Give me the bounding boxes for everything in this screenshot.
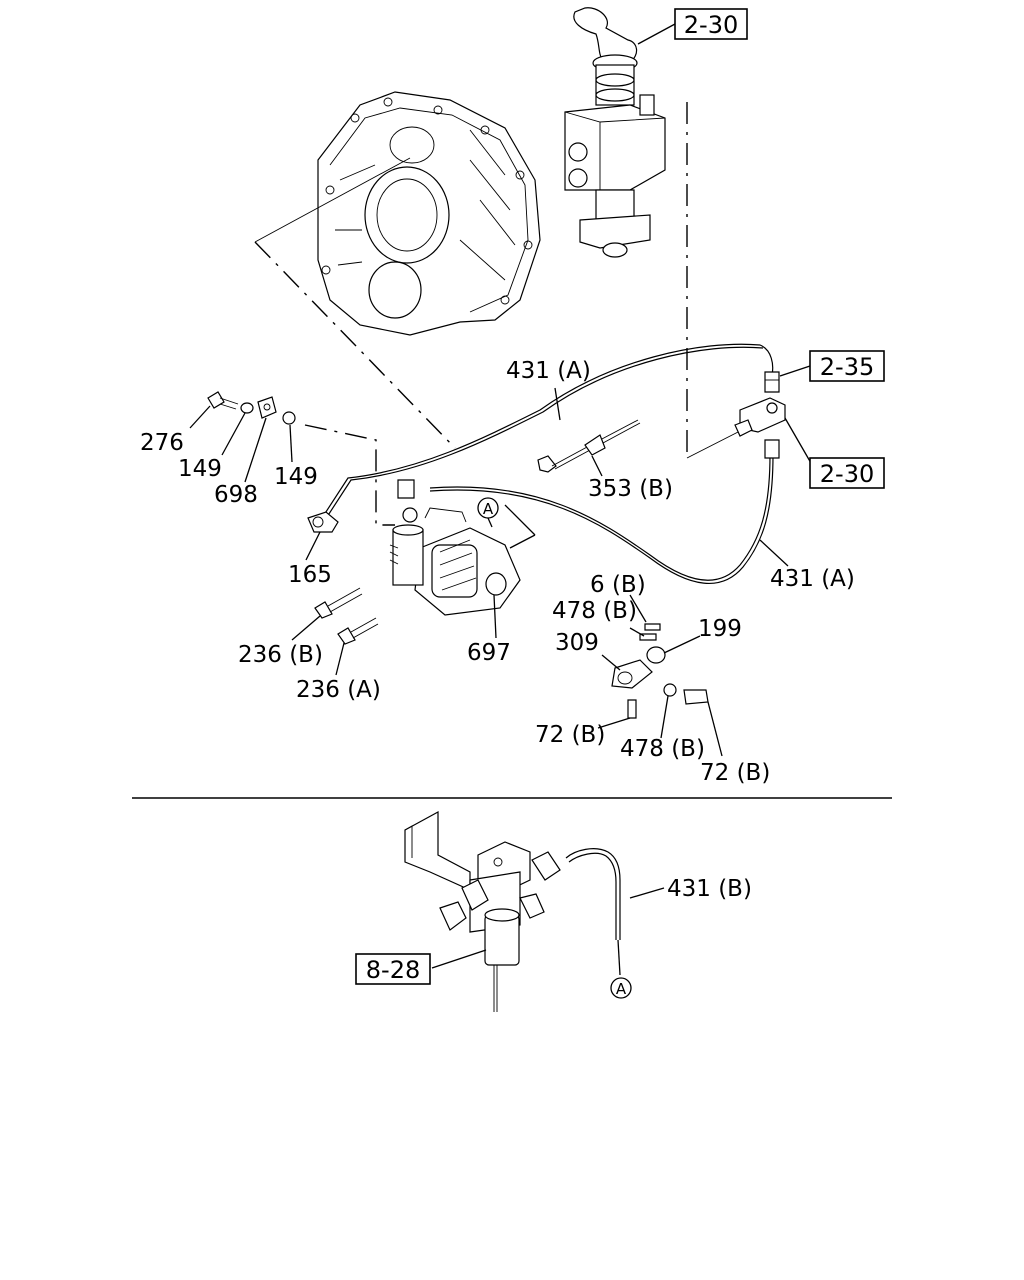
label-309: 309 — [555, 630, 599, 656]
ref-top-valve: 2-30 — [684, 11, 738, 39]
label-165: 165 — [288, 562, 332, 588]
ref-box-2-30: 2-30 — [809, 457, 885, 489]
label-6b: 6 (B) — [590, 572, 646, 598]
part-165-union — [307, 511, 339, 533]
label-236a: 236 (A) — [296, 677, 381, 703]
small-hardware-left — [207, 391, 296, 425]
label-478b-top: 478 (B) — [552, 598, 637, 624]
label-478b-bottom: 478 (B) — [620, 736, 705, 762]
label-72b-left: 72 (B) — [535, 722, 605, 748]
pipe-431a — [321, 343, 774, 584]
ref-box-8-28: 8-28 — [355, 953, 431, 985]
label-276: 276 — [140, 430, 184, 456]
bolts-236 — [314, 587, 379, 645]
marker-a-lower-text: A — [616, 980, 627, 998]
marker-a-upper: A — [477, 497, 499, 519]
ref-connector-2-35: 2-35 — [820, 353, 874, 381]
ref-lower-unit: 8-28 — [366, 956, 420, 984]
pipe-431b — [431, 848, 665, 976]
label-236b: 236 (B) — [238, 642, 323, 668]
marker-a-upper-text: A — [483, 500, 494, 518]
label-149-left: 149 — [178, 456, 222, 482]
small-hardware-right — [611, 623, 709, 719]
top-valve-assembly — [564, 7, 666, 258]
label-431a-right: 431 (A) — [770, 566, 855, 592]
label-431b: 431 (B) — [667, 876, 752, 902]
lower-valve-unit — [404, 810, 561, 1012]
label-72b-right: 72 (B) — [700, 760, 770, 786]
ref-box-2-35: 2-35 — [809, 350, 885, 382]
label-353b: 353 (B) — [588, 476, 673, 502]
pipe-fittings — [734, 371, 786, 459]
clutch-slave-cylinder — [389, 479, 521, 616]
ref-box-top-valve: 2-30 — [674, 8, 748, 40]
label-697: 697 — [467, 640, 511, 666]
marker-a-lower: A — [610, 977, 632, 999]
ref-connector-2-30: 2-30 — [820, 460, 874, 488]
label-199: 199 — [698, 616, 742, 642]
label-149-right: 149 — [274, 464, 318, 490]
clutch-housing — [317, 91, 541, 336]
label-431a-top: 431 (A) — [506, 358, 591, 384]
part-353b-clip — [537, 419, 641, 473]
label-698: 698 — [214, 482, 258, 508]
